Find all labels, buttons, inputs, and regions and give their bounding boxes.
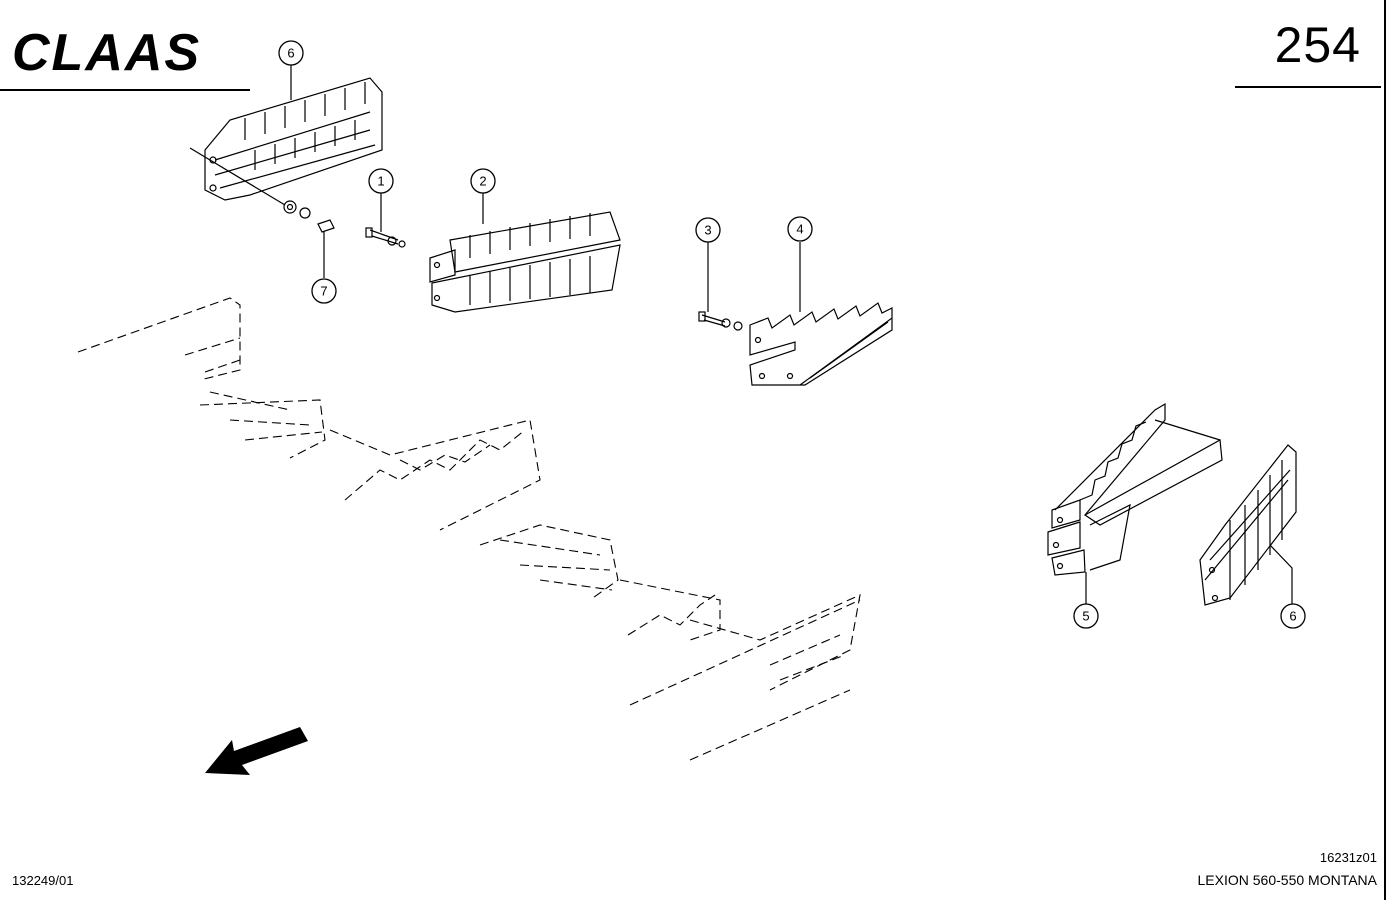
callout-3: 3	[695, 217, 721, 243]
part-3-bolt	[698, 242, 743, 331]
callout-7: 7	[311, 278, 337, 304]
callout-3-label: 3	[704, 223, 711, 238]
drawing-code: 16231z01	[1319, 850, 1377, 865]
part-5-assembly	[1047, 402, 1223, 604]
part-7-hardware	[283, 200, 335, 278]
document-number: 132249/01	[12, 873, 74, 888]
part-1-bolt	[365, 193, 406, 248]
callout-6-right: 6	[1280, 603, 1306, 629]
callout-5-label: 5	[1082, 609, 1089, 624]
part-2-ribbed-plate	[429, 193, 621, 313]
arrow-down-left-icon	[205, 727, 308, 775]
callout-4: 4	[787, 216, 813, 242]
callout-2: 2	[470, 168, 496, 194]
assembly-outline-dashed	[77, 297, 861, 761]
brand-logo: CLAAS	[12, 24, 242, 82]
callout-1-label: 1	[377, 174, 384, 189]
callout-4-label: 4	[796, 222, 803, 237]
page-right-border	[1384, 0, 1386, 900]
callout-1: 1	[368, 168, 394, 194]
header-rule-left	[0, 89, 250, 91]
page-number: 254	[1274, 17, 1361, 73]
callout-2-label: 2	[479, 174, 486, 189]
callout-6-top-label: 6	[287, 46, 294, 61]
model-name: LEXION 560-550 MONTANA	[1197, 872, 1377, 888]
brand-logo-text: CLAAS	[12, 28, 201, 74]
claas-logo-graphic: CLAAS	[12, 24, 201, 82]
part-4-toothed-plate	[749, 242, 893, 386]
callout-6-top: 6	[278, 40, 304, 100]
callout-7-label: 7	[320, 284, 327, 299]
callout-5: 5	[1073, 603, 1099, 629]
callout-6-right-label: 6	[1289, 609, 1296, 624]
header-rule-right	[1235, 86, 1381, 88]
part-6-bracket-right	[1199, 444, 1297, 606]
part-6-bracket-top	[189, 77, 383, 206]
